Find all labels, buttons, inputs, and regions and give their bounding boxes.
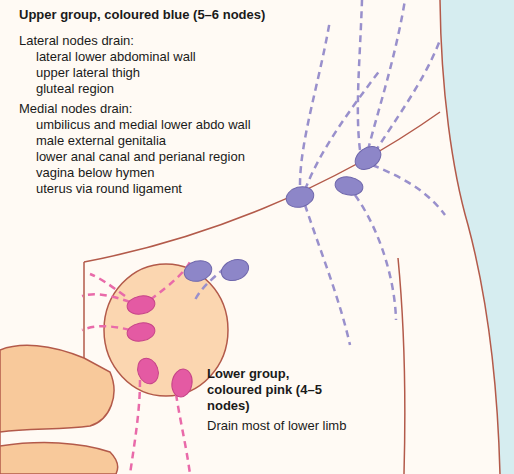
drainage-note: upper lateral thigh	[36, 65, 140, 81]
drainage-note: uterus via round ligament	[36, 181, 182, 197]
upper-lymph-vessels	[195, 0, 445, 345]
pubic-outline	[83, 262, 85, 372]
drainage-note: Medial nodes drain:	[19, 101, 132, 117]
drainage-note: gluteal region	[36, 81, 114, 97]
group-heading: Upper group, coloured blue (5–6 nodes)	[19, 7, 265, 23]
group-heading: Lower group, coloured pink (4–5 nodes)	[207, 366, 325, 414]
thigh-fold	[0, 443, 118, 474]
drainage-note: vagina below hymen	[36, 165, 155, 181]
drainage-note: lateral lower abdominal wall	[36, 49, 196, 65]
lower-lymph-vessels	[82, 262, 190, 474]
outside-ground	[440, 0, 514, 474]
hip-line	[398, 258, 405, 474]
drainage-note: lower anal canal and perianal region	[36, 149, 245, 165]
lower-nodes	[126, 294, 195, 399]
drainage-note: male external genitalia	[36, 133, 166, 149]
drainage-note: Drain most of lower limb	[207, 418, 346, 434]
drainage-note: Lateral nodes drain:	[19, 33, 134, 49]
drainage-note: umbilicus and medial lower abdo wall	[36, 117, 251, 133]
body-outline	[440, 0, 500, 474]
